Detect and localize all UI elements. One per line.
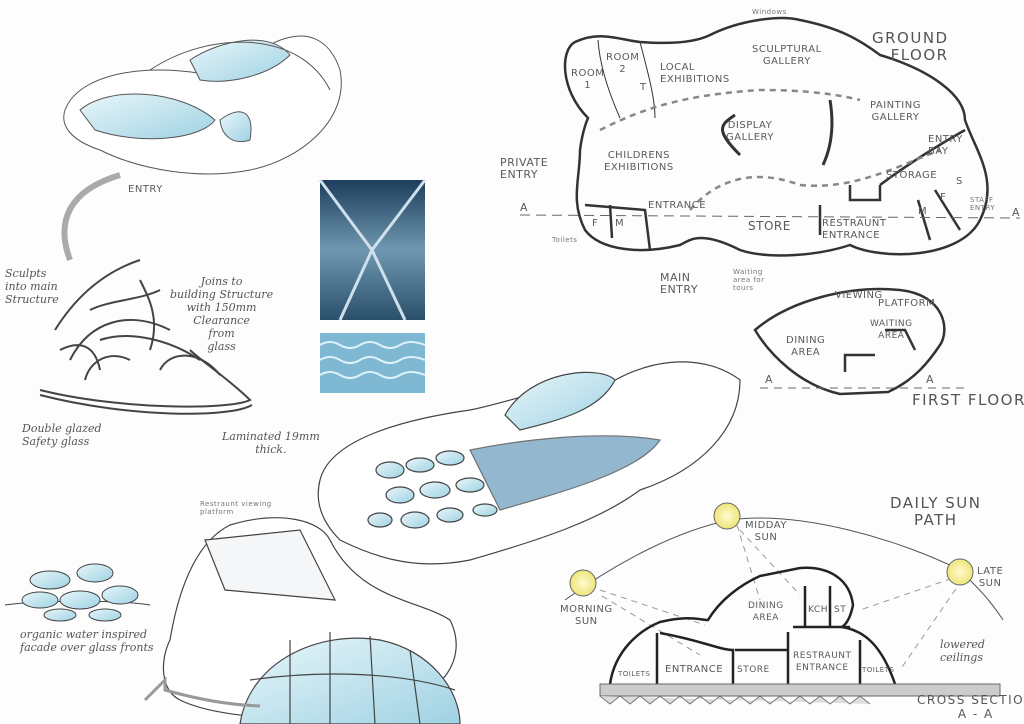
cs-toilets-left: TOILETS [618,670,651,678]
childrens-exhibitions-label: CHILDRENS EXHIBITIONS [604,150,674,173]
cs-restaurant-entrance: RESTRAUNT ENTRANCE [793,651,852,673]
dining-area-ff-label: DINING AREA [786,335,826,358]
facade-sketch [4,563,151,622]
cross-section [608,566,897,685]
toilet-t-label: T [640,82,647,93]
circulation-path [599,88,941,211]
sun-icons [569,502,974,597]
main-entry-label: MAIN ENTRY [660,271,699,296]
display-gallery-label: DISPLAY GALLERY [726,120,774,143]
restaurant-platform-note: Restraunt viewing platform [200,500,272,516]
cs-toilets-right: TOILETS [862,666,895,674]
midday-sun-label: MIDDAY SUN [745,520,787,543]
sculptural-gallery-label: SCULPTURAL GALLERY [752,44,822,67]
room-1-label: ROOM 1 [571,68,605,91]
sun-path-title: DAILY SUN PATH [890,494,982,529]
female-toilet-2-label: F [940,192,947,203]
male-toilet-label: M [615,218,625,229]
cs-store: STORE [737,665,770,675]
restaurant-entrance-label: RESTRAUNT ENTRANCE [822,218,887,241]
waiting-area-ff-label: WAITING AREA [870,319,913,341]
section-marker-right: A [1012,206,1021,219]
facade-note: organic water inspired facade over glass… [20,628,154,654]
staff-entry-label: STAFF ENTRY [970,196,996,212]
lowered-ceilings-note: lowered ceilings [940,638,985,664]
cs-dining-area: DINING AREA [748,601,784,623]
staff-s-label: S [956,176,963,187]
building-sketch-center [317,361,741,565]
ff-section-marker-right: A [926,373,935,386]
male-toilet-2-label: M [918,206,928,217]
cs-entrance: ENTRANCE [665,664,724,675]
section-marker-left: A [520,201,529,214]
building-sketch-top [61,35,342,262]
store-label: STORE [748,219,791,233]
ground-floor-title: GROUND FLOOR [872,29,949,64]
cross-section-title: CROSS SECTION A - A [917,693,1024,721]
storage-label: STORAGE [886,170,938,181]
ground-floor-plan [563,16,989,257]
building-sketch-bottom [143,517,461,724]
sculpts-note: Sculpts into main Structure [5,267,59,306]
section-line-ground [519,214,1021,219]
ff-section-marker-left: A [765,373,774,386]
cs-kitchen: KCH [808,605,828,615]
entry-label: ENTRY [128,184,163,195]
platform-label: PLATFORM [878,298,936,309]
waiting-area-label: Waiting area for tours [733,268,765,292]
windows-label: Windows [752,8,787,16]
private-entry-label: PRIVATE ENTRY [500,156,549,181]
double-glazed-note: Double glazed Safety glass [22,422,102,448]
local-exhibitions-label: LOCAL EXHIBITIONS [660,62,730,85]
lattice-structure [39,259,253,415]
painting-gallery-label: PAINTING GALLERY [870,100,921,123]
entry-bay-label: ENTRY BAY [928,134,963,157]
toilets-label: Toilets [552,236,578,244]
late-sun-icon [946,558,974,586]
female-toilet-label: F [592,218,599,229]
cs-storage: ST [834,605,847,615]
viewing-label: VIEWING [835,290,883,301]
entrance-label: ENTRANCE [648,200,707,211]
midday-sun-icon [713,502,741,530]
late-sun-label: LATE SUN [977,566,1004,589]
sun-path-arc [564,517,1004,621]
room-2-label: ROOM 2 [606,52,640,75]
morning-sun-icon [569,569,597,597]
morning-sun-label: MORNING SUN [560,604,613,627]
joins-note: Joins to building Structure with 150mm C… [170,275,274,353]
laminated-note: Laminated 19mm thick. [222,430,320,456]
first-floor-plan [753,287,946,396]
first-floor-title: FIRST FLOOR [912,391,1024,409]
